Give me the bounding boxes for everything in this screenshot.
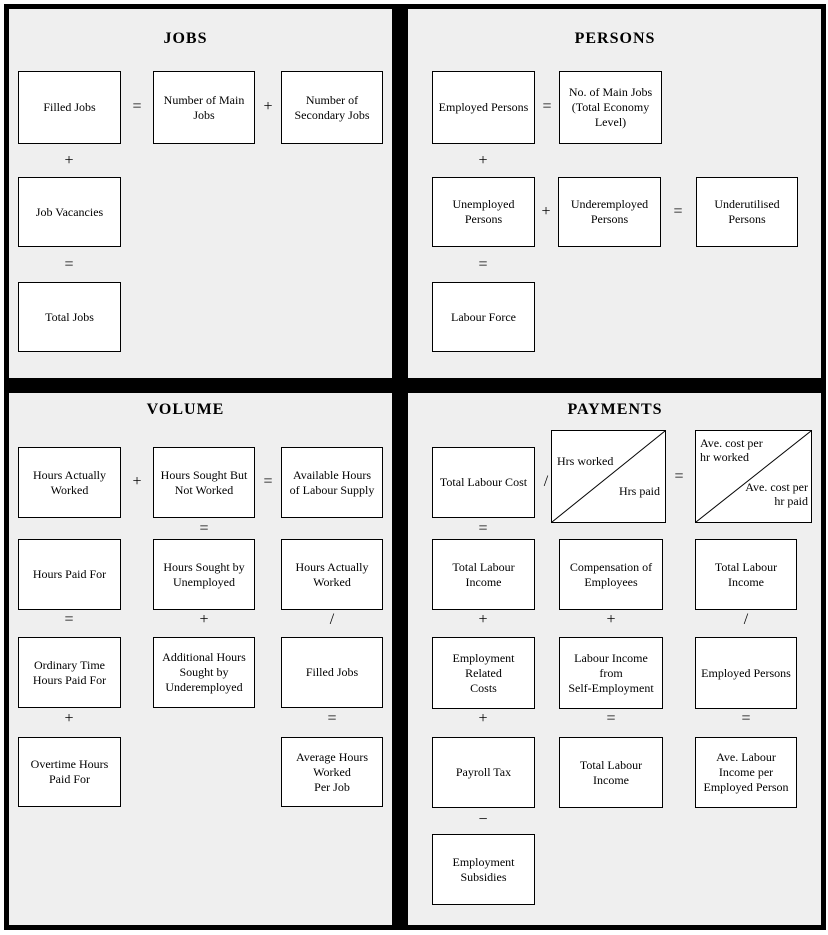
box-compensation-of-employees: Compensation of Employees — [559, 539, 663, 610]
box-additional-hours-sought-by-underemployed: Additional Hours Sought by Underemployed — [153, 637, 255, 708]
operator-equals: = — [199, 520, 209, 537]
quadrant-title-persons: PERSONS — [574, 30, 656, 47]
operator-divide: / — [743, 611, 749, 628]
box-underutilised-persons: Underutilised Persons — [696, 177, 798, 247]
operator-equals: = — [64, 611, 74, 628]
operator-equals: = — [64, 256, 74, 273]
box-hrs-worked-hrs-paid: Hrs worked Hrs paid — [551, 430, 666, 523]
operator-plus: + — [132, 473, 142, 490]
box-average-hours-worked-per-job: Average Hours Worked Per Job — [281, 737, 383, 807]
operator-equals: = — [741, 710, 751, 727]
operator-equals: = — [478, 520, 488, 537]
box-available-hours-of-labour-supply: Available Hours of Labour Supply — [281, 447, 383, 518]
diagonal-line — [696, 431, 811, 522]
label-ave-cost-per-hr-worked: Ave. cost per hr worked — [700, 436, 763, 464]
operator-divide: / — [329, 611, 335, 628]
box-filled-jobs-2: Filled Jobs — [281, 637, 383, 708]
label-hrs-worked: Hrs worked — [557, 454, 614, 468]
box-total-labour-cost: Total Labour Cost — [432, 447, 535, 518]
operator-equals: = — [132, 98, 142, 115]
box-ave-labour-income-per-employed-person: Ave. Labour Income per Employed Person — [695, 737, 797, 808]
box-ave-cost-per-hr: Ave. cost per hr worked Ave. cost per hr… — [695, 430, 812, 523]
operator-plus: + — [478, 710, 488, 727]
box-hours-sought-by-unemployed: Hours Sought by Unemployed — [153, 539, 255, 610]
operator-equals: = — [606, 710, 616, 727]
quadrant-title-payments: PAYMENTS — [567, 401, 663, 418]
box-number-of-main-jobs: Number of Main Jobs — [153, 71, 255, 144]
operator-plus: + — [199, 611, 209, 628]
box-total-labour-income-right: Total Labour Income — [695, 539, 797, 610]
operator-plus: + — [478, 152, 488, 169]
operator-plus: + — [606, 611, 616, 628]
box-unemployed-persons: Unemployed Persons — [432, 177, 535, 247]
outer-frame — [4, 4, 826, 930]
box-labour-force: Labour Force — [432, 282, 535, 352]
box-hours-actually-worked: Hours Actually Worked — [18, 447, 121, 518]
box-employment-related-costs: Employment Related Costs — [432, 637, 535, 709]
quadrant-title-jobs: JOBS — [163, 30, 208, 47]
operator-equals: = — [674, 468, 684, 485]
box-total-jobs: Total Jobs — [18, 282, 121, 352]
box-labour-income-from-self-employment: Labour Income from Self-Employment — [559, 637, 663, 709]
operator-equals: = — [673, 203, 683, 220]
operator-plus: + — [263, 98, 273, 115]
box-hours-actually-worked-2: Hours Actually Worked — [281, 539, 383, 610]
operator-plus: + — [541, 203, 551, 220]
box-number-of-secondary-jobs: Number of Secondary Jobs — [281, 71, 383, 144]
box-employed-persons-2: Employed Persons — [695, 637, 797, 709]
operator-equals: = — [478, 256, 488, 273]
box-payroll-tax: Payroll Tax — [432, 737, 535, 808]
box-total-labour-income-1: Total Labour Income — [432, 539, 535, 610]
box-filled-jobs: Filled Jobs — [18, 71, 121, 144]
box-overtime-hours-paid-for: Overtime Hours Paid For — [18, 737, 121, 807]
box-hours-sought-but-not-worked: Hours Sought But Not Worked — [153, 447, 255, 518]
operator-plus: + — [478, 611, 488, 628]
box-employed-persons: Employed Persons — [432, 71, 535, 144]
quadrant-title-volume: VOLUME — [146, 401, 225, 418]
operator-divide: / — [543, 473, 549, 490]
operator-equals: = — [263, 473, 273, 490]
operator-equals: = — [327, 710, 337, 727]
box-job-vacancies: Job Vacancies — [18, 177, 121, 247]
diagonal-line — [552, 431, 665, 522]
operator-plus: + — [64, 710, 74, 727]
box-total-labour-income-2: Total Labour Income — [559, 737, 663, 808]
box-hours-paid-for: Hours Paid For — [18, 539, 121, 610]
box-ordinary-time-hours-paid-for: Ordinary Time Hours Paid For — [18, 637, 121, 708]
operator-plus: + — [64, 152, 74, 169]
label-hrs-paid: Hrs paid — [619, 484, 660, 498]
label-ave-cost-per-hr-paid: Ave. cost per hr paid — [745, 480, 808, 508]
horizontal-divider — [4, 378, 826, 393]
operator-equals: = — [542, 98, 552, 115]
operator-minus: − — [478, 811, 488, 828]
vertical-divider — [392, 4, 408, 930]
box-underemployed-persons: Underemployed Persons — [558, 177, 661, 247]
box-no-of-main-jobs-total-economy: No. of Main Jobs (Total Economy Level) — [559, 71, 662, 144]
box-employment-subsidies: Employment Subsidies — [432, 834, 535, 905]
